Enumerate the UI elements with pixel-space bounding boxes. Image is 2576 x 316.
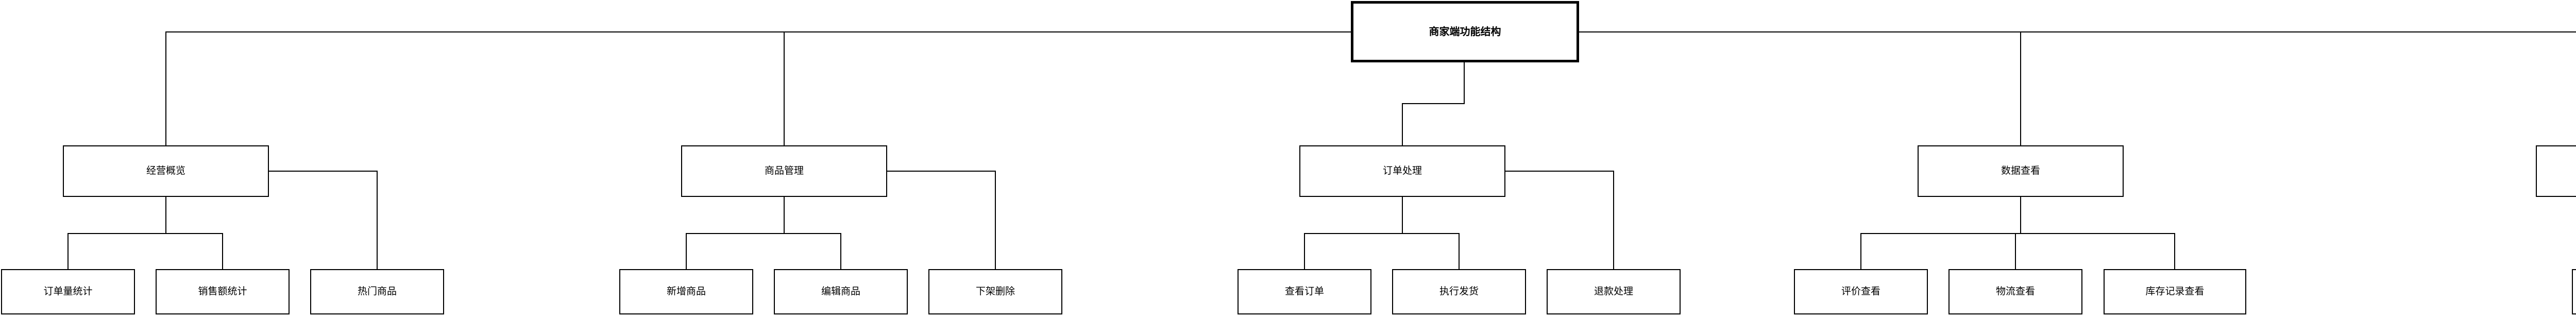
connector-b4-bar [1860, 233, 2175, 234]
node-leaf-inventory-records-viewing[interactable]: 库存记录查看 [2104, 269, 2246, 314]
node-branch-label: 商品管理 [764, 165, 804, 176]
node-leaf-review-viewing[interactable]: 评价查看 [1794, 269, 1928, 314]
connector-trunk-right [1579, 31, 2576, 32]
node-leaf-ship-orders[interactable]: 执行发货 [1392, 269, 1526, 314]
node-branch-label: 订单处理 [1382, 165, 1422, 176]
node-leaf-label: 下架删除 [975, 286, 1015, 297]
connector-drop-branch2 [784, 31, 785, 145]
node-leaf-label: 新增商品 [666, 286, 706, 297]
node-leaf-view-orders[interactable]: 查看订单 [1238, 269, 1371, 314]
connector-b2-elbow-v [995, 171, 996, 269]
connector-root-elbow [1402, 103, 1465, 104]
node-branch-label: 经营概览 [146, 165, 185, 176]
node-branch-data-viewing[interactable]: 数据查看 [1918, 145, 2124, 197]
connector-b4-child3 [2174, 233, 2175, 269]
connector-b3-bar [1304, 233, 1460, 234]
connector-b3-elbow-v [1613, 171, 1614, 269]
node-branch-label: 数据查看 [2001, 165, 2040, 176]
node-leaf-label: 库存记录查看 [2145, 286, 2205, 297]
connector-b3-stem [1402, 197, 1403, 234]
connector-b2-elbow-h [887, 171, 995, 172]
connector-b2-child2 [840, 233, 841, 269]
node-leaf-label: 物流查看 [1995, 286, 2035, 297]
node-branch-order-processing[interactable]: 订单处理 [1299, 145, 1505, 197]
node-branch-product-management[interactable]: 商品管理 [681, 145, 887, 197]
node-leaf-refund-processing[interactable]: 退款处理 [1547, 269, 1681, 314]
node-leaf-info-maintenance[interactable]: 信息维护 [2572, 269, 2576, 314]
node-leaf-label: 订单量统计 [43, 286, 93, 297]
node-leaf-sales-stats[interactable]: 销售额统计 [156, 269, 290, 314]
node-leaf-delist-delete[interactable]: 下架删除 [928, 269, 1062, 314]
connector-b3-child1 [1304, 233, 1305, 269]
connector-b1-stem [165, 197, 166, 234]
node-leaf-label: 热门商品 [357, 286, 397, 297]
connector-b4-child1 [1860, 233, 1861, 269]
node-leaf-label: 编辑商品 [821, 286, 860, 297]
connector-b1-child1 [67, 233, 69, 269]
connector-b1-elbow-v [377, 171, 378, 269]
connector-b4-stem [2020, 197, 2021, 234]
node-leaf-label: 退款处理 [1594, 286, 1633, 297]
connector-b3-elbow-h [1505, 171, 1614, 172]
node-leaf-hot-products[interactable]: 热门商品 [310, 269, 444, 314]
node-branch-business-overview[interactable]: 经营概览 [63, 145, 269, 197]
node-leaf-edit-product[interactable]: 编辑商品 [774, 269, 908, 314]
connector-drop-branch1 [165, 31, 166, 145]
node-leaf-label: 销售额统计 [198, 286, 247, 297]
node-leaf-add-product[interactable]: 新增商品 [619, 269, 753, 314]
connector-drop-branch4 [2020, 31, 2021, 145]
connector-b3-child2 [1459, 233, 1460, 269]
node-leaf-label: 评价查看 [1841, 286, 1880, 297]
node-leaf-logistics-viewing[interactable]: 物流查看 [1948, 269, 2082, 314]
node-leaf-label: 执行发货 [1439, 286, 1479, 297]
connector-b2-bar [686, 233, 841, 234]
connector-b1-child2 [222, 233, 223, 269]
connector-root-bottom [1464, 62, 1465, 104]
node-root-label: 商家端功能结构 [1429, 26, 1501, 38]
connector-drop-branch3 [1402, 103, 1403, 145]
connector-trunk-left [165, 31, 1351, 32]
connector-b2-stem [784, 197, 785, 234]
node-leaf-order-volume-stats[interactable]: 订单量统计 [1, 269, 135, 314]
connector-b1-bar [67, 233, 223, 234]
connector-b4-child2 [2015, 233, 2016, 269]
node-branch-personal-center[interactable]: 个人中心 [2536, 145, 2576, 197]
node-leaf-label: 查看订单 [1284, 286, 1324, 297]
connector-b1-elbow-h [269, 171, 377, 172]
connector-b2-child1 [686, 233, 687, 269]
node-root[interactable]: 商家端功能结构 [1351, 1, 1579, 62]
